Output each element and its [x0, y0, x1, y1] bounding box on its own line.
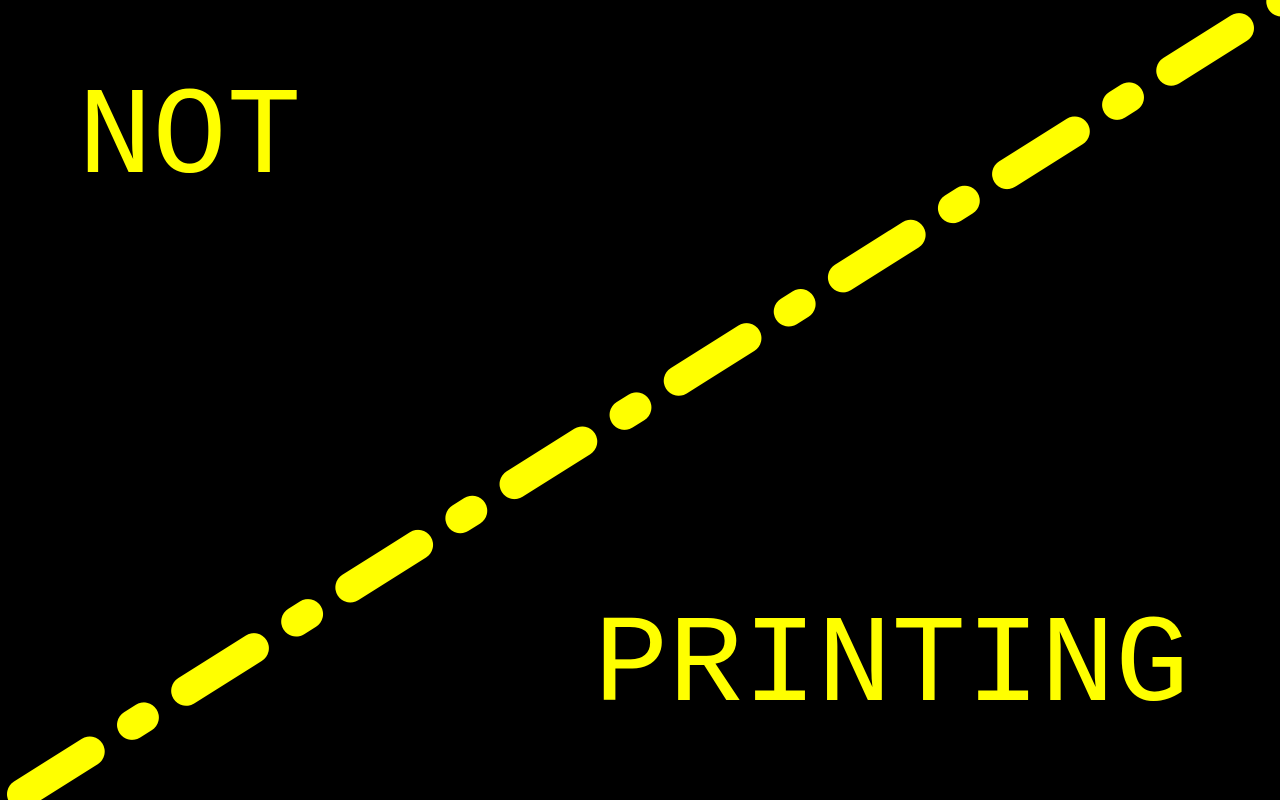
status-text-printing: PRINTING — [594, 598, 1190, 738]
status-text-not: NOT — [78, 70, 302, 210]
